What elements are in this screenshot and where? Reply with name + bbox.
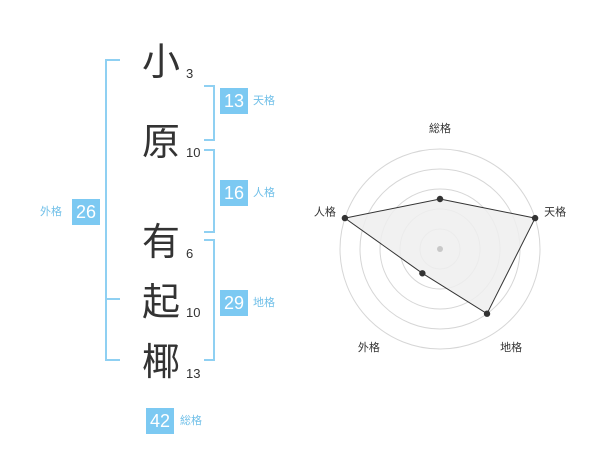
- radar-label-soukaku: 総格: [429, 121, 451, 135]
- stroke-count-3: 6: [186, 246, 194, 261]
- chikaku-label: 地格: [253, 296, 275, 309]
- jinkaku-label: 人格: [253, 186, 275, 199]
- radar-labels: 総格 天格 地格 外格 人格: [314, 121, 566, 354]
- radar-point: [436, 195, 444, 203]
- soukaku-label: 総格: [180, 414, 202, 427]
- radar-ring: [339, 148, 541, 350]
- radar-points: [341, 195, 539, 317]
- name-char-4: 起: [141, 280, 180, 324]
- name-char-3: 有: [141, 220, 180, 264]
- radar-point: [531, 214, 539, 222]
- radar-center-dot: [437, 246, 443, 252]
- gaikaku-label: 外格: [40, 205, 62, 218]
- jinkaku-value: 16: [220, 180, 248, 206]
- radar-point: [483, 310, 491, 317]
- radar-label-jinkaku: 人格: [314, 205, 336, 219]
- gaikaku-value: 26: [72, 199, 100, 225]
- stroke-count-2: 10: [186, 145, 201, 160]
- stroke-count-5: 13: [186, 366, 201, 381]
- soukaku-value: 42: [146, 408, 174, 434]
- tenkaku-label: 天格: [253, 94, 275, 107]
- radar-label-chikaku: 地格: [500, 340, 522, 354]
- chikaku-value: 29: [220, 290, 248, 316]
- radar-point: [419, 270, 426, 277]
- stroke-count-4: 10: [186, 305, 201, 320]
- radar-label-tenkaku: 天格: [544, 205, 566, 219]
- radar-point: [341, 214, 349, 222]
- tenkaku-value: 13: [220, 88, 248, 114]
- name-char-2: 原: [141, 120, 180, 164]
- radar-label-gaikaku: 外格: [358, 340, 380, 354]
- name-char-1: 小: [141, 40, 180, 84]
- name-char-5: 椰: [141, 340, 180, 384]
- stroke-count-1: 3: [186, 66, 194, 81]
- radar-area: [343, 198, 536, 315]
